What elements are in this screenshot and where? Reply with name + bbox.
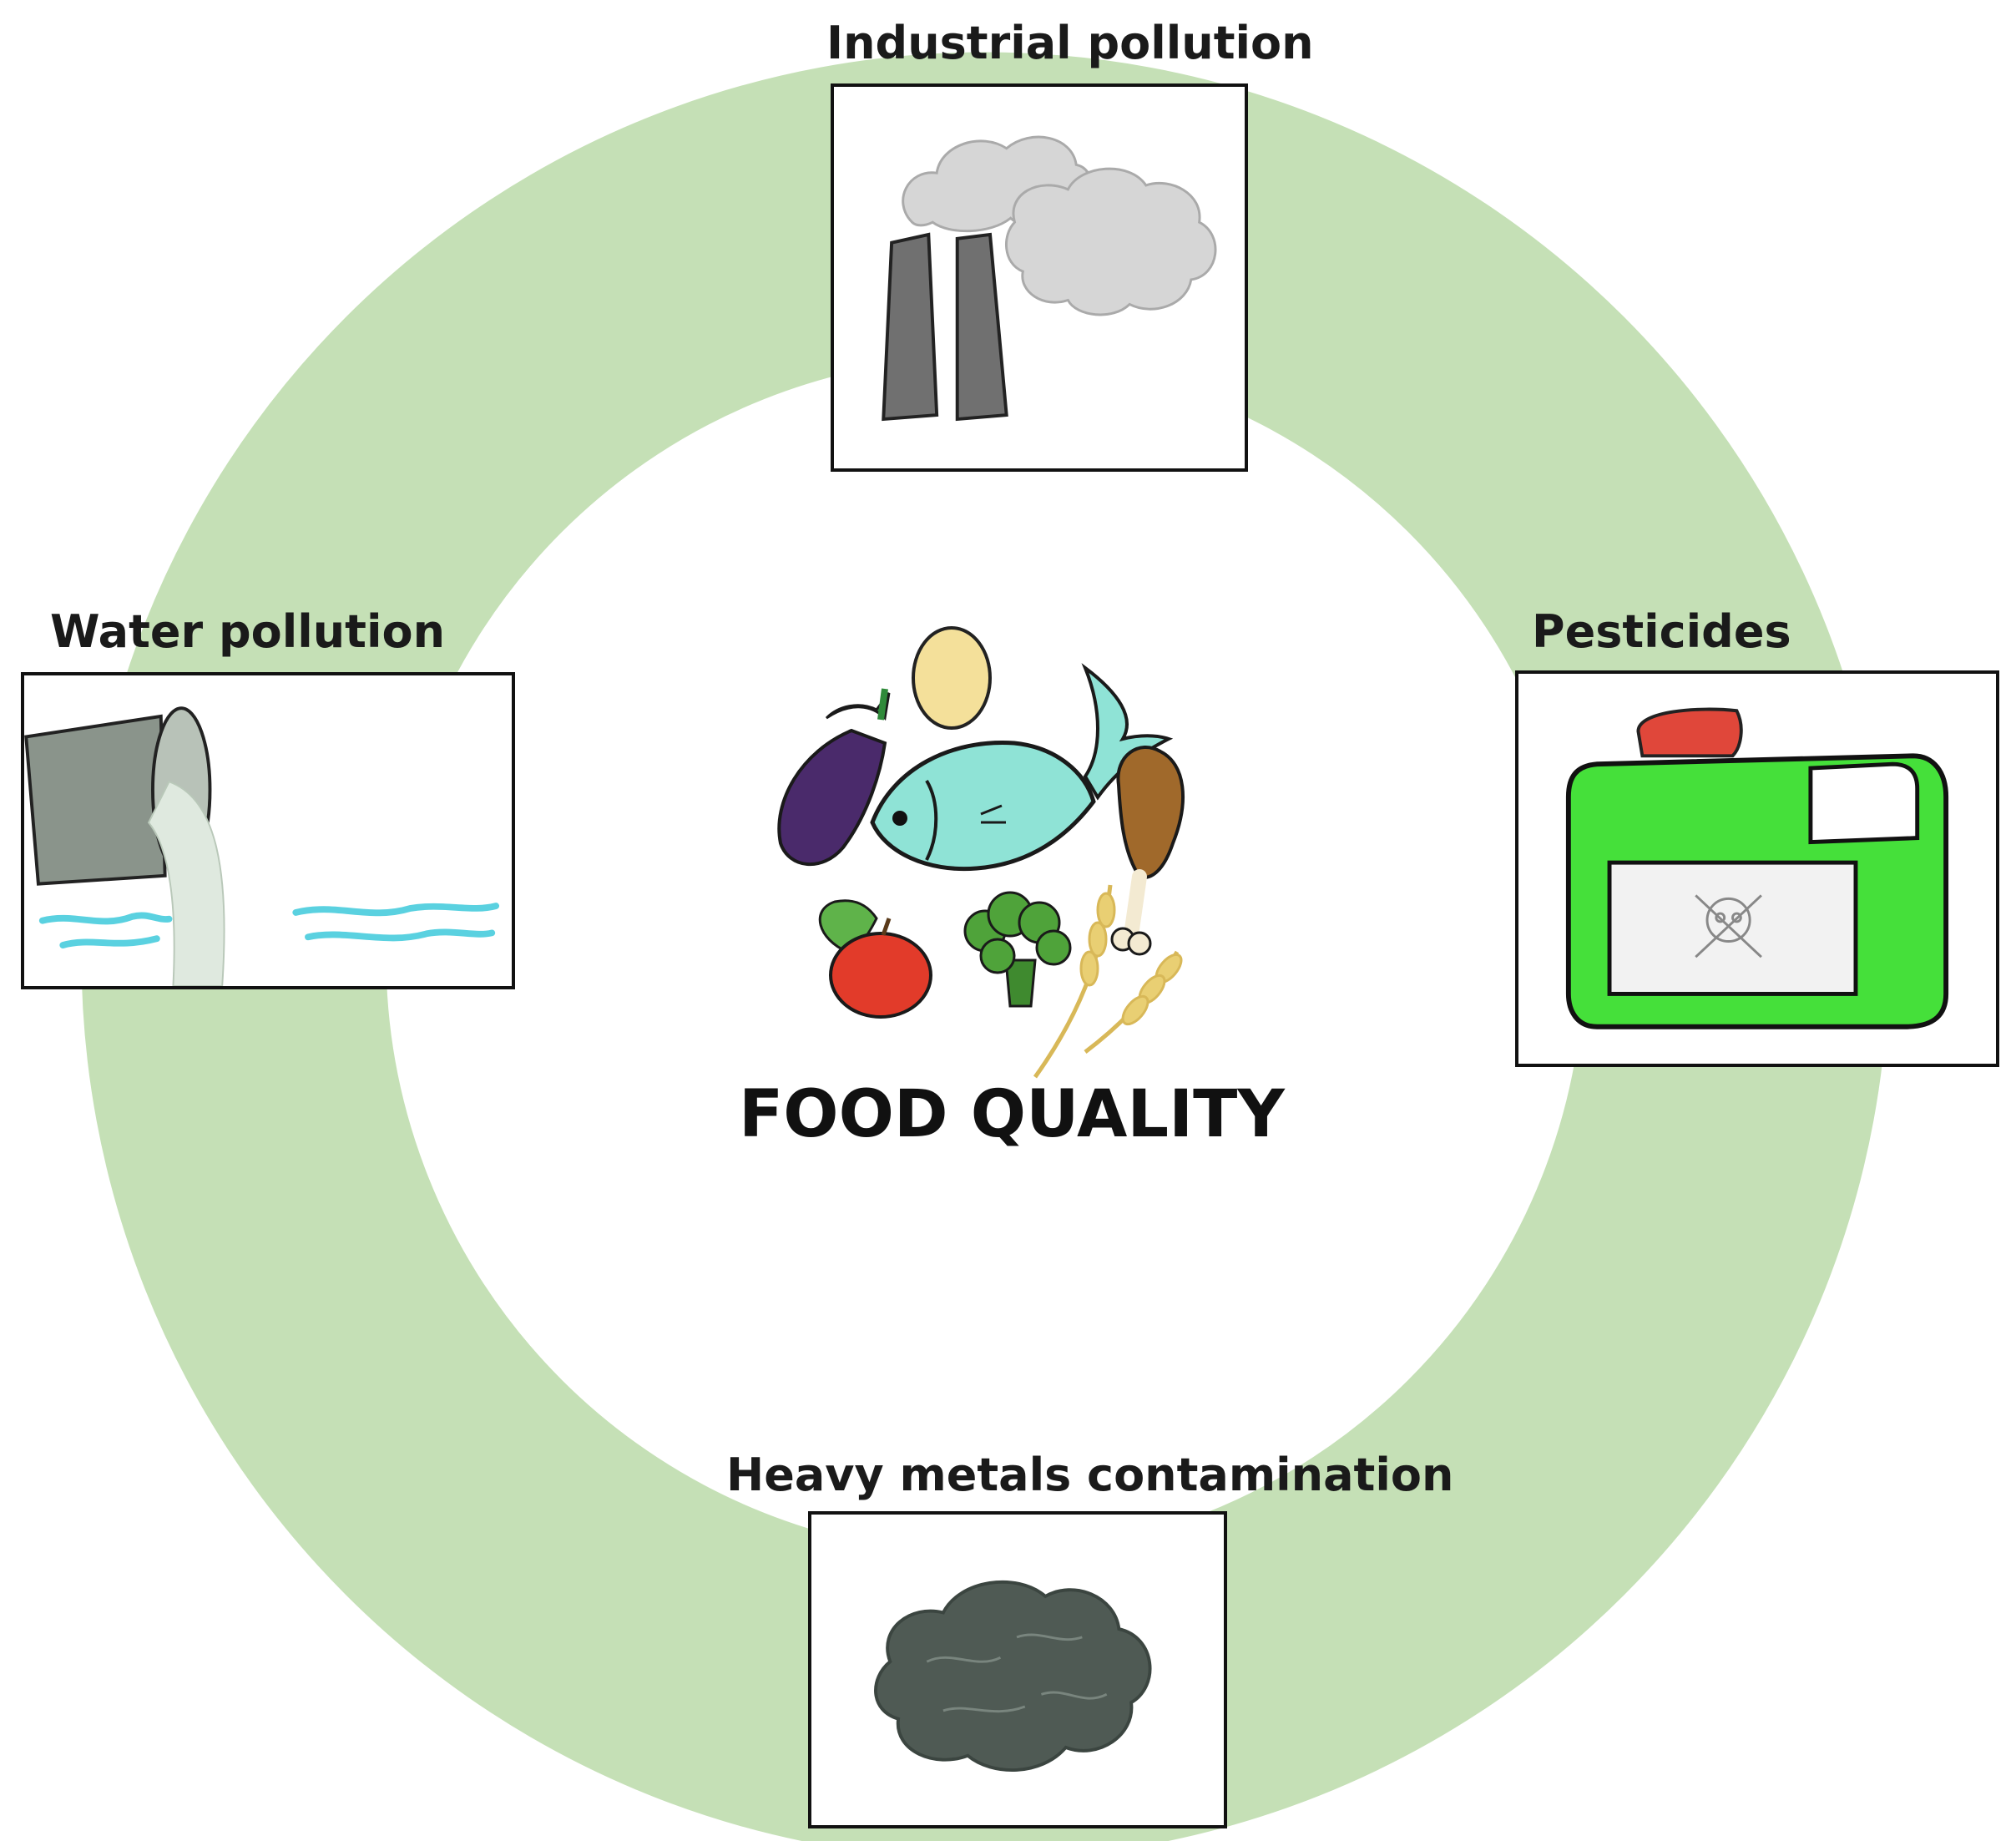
pesticides-card xyxy=(1515,670,1999,1067)
fish-icon xyxy=(870,663,1174,872)
factory-smoke-icon xyxy=(882,135,1217,422)
industrial-pollution-label: Industrial pollution xyxy=(826,17,1314,69)
eggplant-icon xyxy=(777,688,891,867)
water-pollution-label: Water pollution xyxy=(50,605,446,658)
metal-lump-icon xyxy=(874,1580,1152,1772)
water-pollution-card xyxy=(21,672,515,989)
apple-icon xyxy=(818,899,932,1019)
food-cluster xyxy=(777,626,1185,1079)
egg-icon xyxy=(912,626,992,730)
pipe-discharge-icon xyxy=(24,706,500,986)
heavy-metals-label: Heavy metals contamination xyxy=(726,1449,1454,1501)
chicken-leg-icon xyxy=(1110,746,1185,956)
center-title: FOOD QUALITY xyxy=(739,1077,1285,1152)
industrial-pollution-card xyxy=(831,83,1248,472)
poison-canister-icon xyxy=(1565,707,1949,1029)
heavy-metals-card xyxy=(808,1511,1227,1828)
broccoli-icon xyxy=(963,891,1072,1008)
pesticides-label: Pesticides xyxy=(1532,605,1791,658)
skull-crossbones-icon xyxy=(1695,894,1762,958)
wheat-icon xyxy=(1033,884,1183,1079)
